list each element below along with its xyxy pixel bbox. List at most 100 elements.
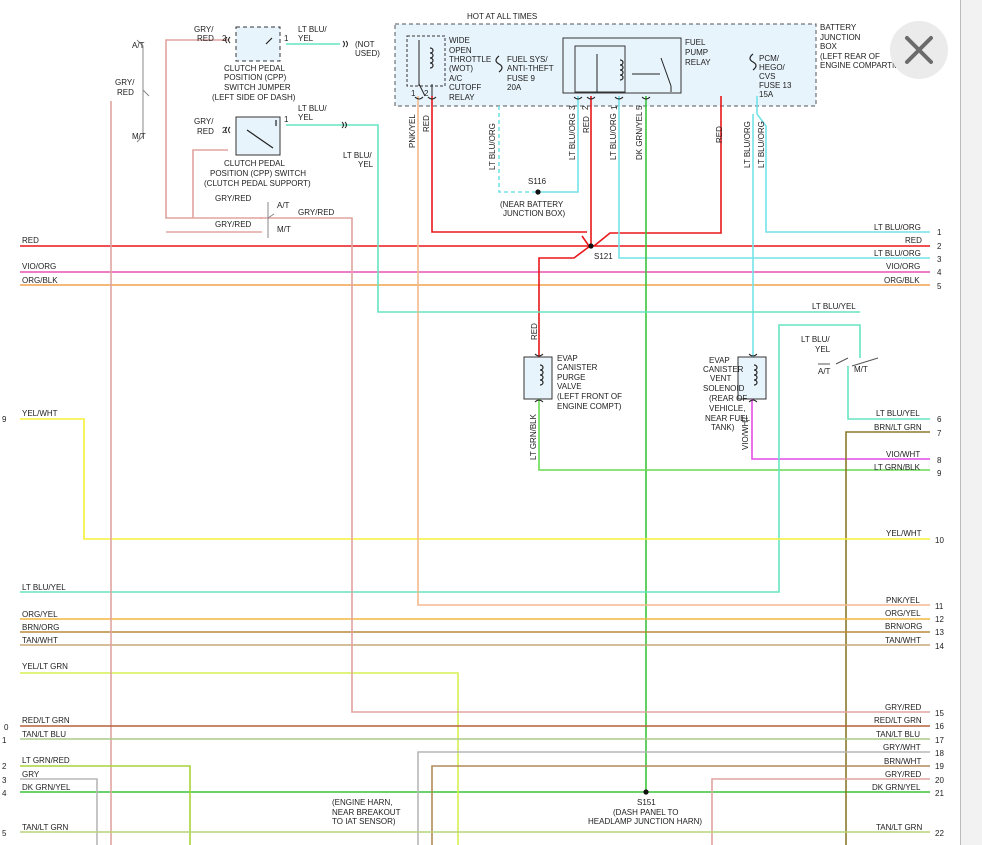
- wire-lt-grn-red: [20, 765, 191, 845]
- viewer-frame-edge: [960, 0, 982, 845]
- fuse13-5: 15A: [759, 90, 774, 99]
- bjb-label-1: BATTERY: [820, 23, 857, 32]
- n15: 15: [935, 709, 944, 718]
- l-1: 1: [2, 736, 7, 745]
- bracket-at-mt-2: [267, 202, 275, 238]
- wire-gry-red-20: [711, 778, 930, 845]
- r-brnwht: BRN/WHT: [884, 757, 921, 766]
- r-gryred2: GRY/RED: [885, 770, 922, 779]
- bjb-label-4: (LEFT REAR OF: [820, 52, 880, 61]
- evap-vent-6: VEHICLE,: [709, 404, 745, 413]
- gryred-d: GRY/RED: [215, 220, 252, 229]
- gryred-side1: GRY/: [115, 78, 135, 87]
- fuel-pump-relay-coil: [619, 59, 624, 81]
- r-tanltblu: TAN/LT BLU: [876, 730, 920, 739]
- r-red: RED: [905, 236, 922, 245]
- n17: 17: [935, 736, 944, 745]
- notused-2: USED): [355, 49, 380, 58]
- n4: 4: [937, 268, 942, 277]
- fuse9-1: FUEL SYS/: [507, 55, 548, 64]
- r-brnorg: BRN/ORG: [885, 622, 922, 631]
- r-pnkyel: PNK/YEL: [886, 596, 920, 605]
- n6: 6: [937, 415, 942, 424]
- r-ltbluorg3: LT BLU/ORG: [874, 249, 921, 258]
- v-red3: RED: [715, 126, 724, 143]
- close-button[interactable]: [890, 21, 948, 79]
- s121: S121: [594, 252, 613, 261]
- n9: 9: [937, 469, 942, 478]
- bjb-label-3: BOX: [820, 42, 838, 51]
- n22: 22: [935, 829, 944, 838]
- v-dkgrnyel: DK GRN/YEL: [635, 111, 644, 160]
- pin-fpr-5: 5: [635, 105, 644, 110]
- w-orgyel: ORG/YEL: [22, 610, 58, 619]
- r-gryred: GRY/RED: [885, 703, 922, 712]
- cpp-switch-contacts: [246, 37, 277, 149]
- wire-pnk-yel: [417, 96, 930, 606]
- r-tanwht: TAN/WHT: [885, 636, 921, 645]
- evap-vent-4: SOLENOID: [703, 384, 745, 393]
- fuse9-4: 20A: [507, 83, 522, 92]
- r-yelwht: YEL/WHT: [886, 529, 922, 538]
- evap-purge-1: EVAP: [557, 354, 578, 363]
- close-icon: [905, 36, 933, 64]
- n16: 16: [935, 722, 944, 731]
- evap-vent-5: (REAR OF: [709, 394, 747, 403]
- v-viowht: VIO/WHT: [741, 416, 750, 450]
- r-brnltgrn: BRN/LT GRN: [874, 423, 922, 432]
- gryred-a2: RED: [197, 34, 214, 43]
- evap-vent-solenoid-box: [737, 356, 767, 400]
- j-pin2a: 2: [222, 34, 227, 43]
- v-red-evap: RED: [530, 323, 539, 340]
- s116-loc-2: JUNCTION BOX): [503, 209, 566, 218]
- notused-connector: [342, 40, 348, 48]
- wire-lt-blu-yel-6: [847, 366, 930, 420]
- s116-loc-1: (NEAR BATTERY: [500, 200, 564, 209]
- wire-gry-wht: [417, 751, 930, 845]
- r-grywht: GRY/WHT: [883, 743, 921, 752]
- pin-connectors: [414, 96, 758, 403]
- wire-gry: [20, 778, 98, 845]
- j-pin2b: 2: [222, 126, 227, 135]
- w-yelltgrn: YEL/LT GRN: [22, 662, 68, 671]
- wire-brn-lt-grn: [845, 431, 930, 845]
- component-symbols: [225, 36, 758, 795]
- notused-1: (NOT: [355, 40, 375, 49]
- l-0: 0: [4, 723, 9, 732]
- wire-lt-blu-yel-switch: [286, 124, 860, 313]
- j-pin1b: 1: [284, 115, 289, 124]
- l-4: 4: [2, 789, 7, 798]
- eng-1: (ENGINE HARN,: [332, 798, 392, 807]
- evap-vent-8: TANK): [711, 423, 735, 432]
- w-ltgrnred: LT GRN/RED: [22, 756, 70, 765]
- wire-ltbluorg-s116: [538, 96, 579, 193]
- fuse9-2: ANTI-THEFT: [507, 64, 554, 73]
- ltbluyel-top: LT BLU/YEL: [812, 302, 856, 311]
- wot-1: WIDE: [449, 36, 470, 45]
- evap-purge-4: VALVE: [557, 382, 582, 391]
- w-tanwht: TAN/WHT: [22, 636, 58, 645]
- s151-loc-1: (DASH PANEL TO: [613, 808, 679, 817]
- w-tanltblu: TAN/LT BLU: [22, 730, 66, 739]
- w-vioorg: VIO/ORG: [22, 262, 56, 271]
- s151-loc-2: HEADLAMP JUNCTION HARN): [588, 817, 702, 826]
- wot-relay-box: [406, 35, 446, 87]
- wot-4: (WOT): [449, 64, 473, 73]
- j-pin1a: 1: [284, 34, 289, 43]
- w-dkgrnyel: DK GRN/YEL: [22, 783, 71, 792]
- bracket-at-mt: [136, 39, 150, 143]
- l-3: 3: [2, 776, 7, 785]
- cpp-jumper-pin2-connector: [225, 36, 231, 44]
- l-5: 5: [2, 829, 7, 838]
- v-ltbluorg1: LT BLU/ORG: [488, 123, 497, 170]
- v-red2: RED: [582, 116, 591, 133]
- evap-vent-1: EVAP: [709, 356, 730, 365]
- relay-contacts: [418, 40, 672, 97]
- r-vioorg: VIO/ORG: [886, 262, 920, 271]
- r-tanltgrn: TAN/LT GRN: [876, 823, 922, 832]
- wot-5: A/C: [449, 74, 463, 83]
- cpp-jumper-1: CLUTCH PEDAL: [224, 64, 285, 73]
- n13: 13: [935, 628, 944, 637]
